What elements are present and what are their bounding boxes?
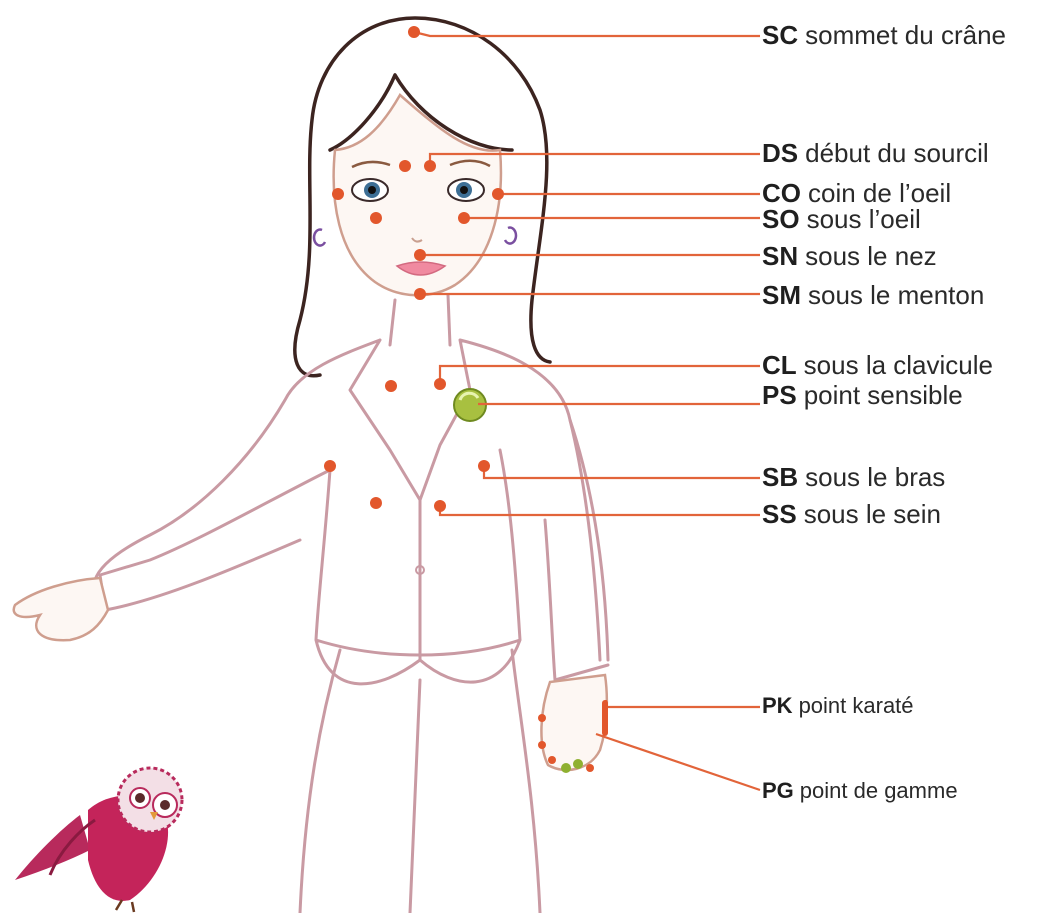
dot-sn: [414, 249, 426, 261]
dot-finger-3: [548, 756, 556, 764]
dot-sb-left: [324, 460, 336, 472]
neck: [390, 295, 450, 345]
left-arm: [100, 470, 330, 610]
right-eye: [448, 179, 484, 201]
leader-sb: [484, 466, 760, 478]
dot-pg-1: [561, 763, 571, 773]
dot-finger-4: [586, 764, 594, 772]
dot-ds-left: [399, 160, 411, 172]
dot-so-right: [458, 212, 470, 224]
dot-sc: [408, 26, 420, 38]
dot-ss-right: [434, 500, 446, 512]
dot-co-left: [332, 188, 344, 200]
owl-icon: [15, 768, 182, 912]
leader-pk: [606, 700, 760, 707]
dot-finger-2: [538, 741, 546, 749]
woman-figure: [14, 18, 608, 913]
legs: [300, 650, 540, 913]
dot-ss-left: [370, 497, 382, 509]
dot-cl-left: [385, 380, 397, 392]
dot-cl-right: [434, 378, 446, 390]
leader-cl: [440, 366, 760, 384]
dot-finger-1: [538, 714, 546, 722]
dot-pk-edge: [602, 700, 608, 736]
dot-so-left: [370, 212, 382, 224]
dot-sm: [414, 288, 426, 300]
right-earring: [505, 228, 516, 244]
jacket: [95, 340, 600, 684]
dot-sb-right: [478, 460, 490, 472]
left-eye: [352, 179, 388, 201]
right-hand: [541, 675, 606, 770]
leader-sc: [414, 32, 760, 36]
dot-pg-2: [573, 759, 583, 769]
left-hand: [14, 578, 108, 640]
dot-co-right: [492, 188, 504, 200]
leader-pg: [596, 734, 760, 790]
leader-ss: [440, 506, 760, 515]
dot-ds-right: [424, 160, 436, 172]
left-earring: [314, 230, 325, 246]
